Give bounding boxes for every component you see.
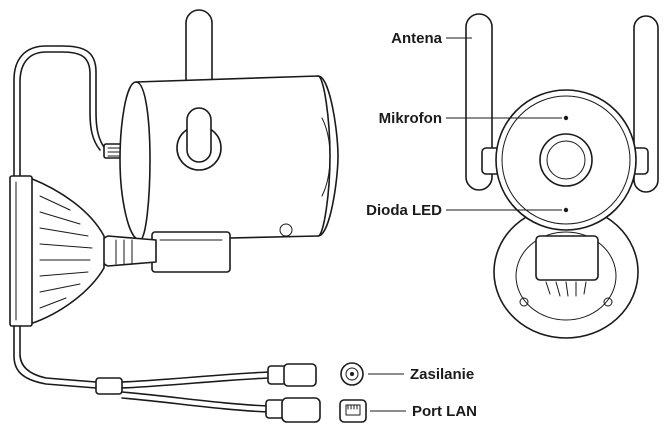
- lan-lead: [121, 391, 269, 407]
- port-icons: [339, 362, 367, 423]
- top-cable-inner: [19, 51, 101, 181]
- mount-screw-right: [603, 297, 613, 307]
- led-dot: [563, 207, 569, 213]
- mic-dot: [563, 115, 569, 121]
- lan-port-icon-socket: [345, 404, 361, 416]
- mount-joint: [98, 235, 157, 267]
- lan-port-icon-pins: [347, 404, 358, 410]
- front-mount-ribs: [545, 281, 587, 297]
- front-mount-inner: [515, 231, 617, 321]
- camera-body: [119, 75, 339, 241]
- mount-arm: [151, 231, 231, 273]
- lan-port-icon: [339, 399, 367, 423]
- mount-screw-left: [519, 297, 529, 307]
- leader-lines: [368, 37, 562, 412]
- cable-split-sleeve: [95, 377, 123, 395]
- side-view: [9, 9, 339, 423]
- wall-mount-ribs: [39, 195, 93, 309]
- lens-inner: [546, 140, 586, 180]
- camera-face-ring: [501, 95, 631, 225]
- lens-edge: [321, 117, 331, 197]
- power-plug: [283, 363, 317, 387]
- front-antenna-left: [465, 13, 493, 191]
- lens: [539, 133, 593, 187]
- mount-joint-ridges: [115, 239, 133, 265]
- down-cable: [13, 325, 97, 389]
- front-mount-block: [535, 235, 599, 281]
- down-cable-inner: [19, 325, 97, 383]
- label-antenna: Antena: [391, 30, 442, 47]
- lan-lead-inner: [121, 397, 269, 413]
- wall-mount: [29, 177, 105, 325]
- label-power: Zasilanie: [410, 366, 474, 383]
- labels: Antena Mikrofon Dioda LED Zasilanie Port…: [366, 30, 477, 420]
- top-cable: [13, 45, 107, 181]
- lan-plug: [281, 397, 321, 423]
- power-lead-inner: [121, 377, 271, 389]
- power-port-icon-inner: [345, 367, 359, 381]
- body-back-cap: [135, 81, 151, 241]
- front-view: [465, 13, 659, 339]
- label-led: Dioda LED: [366, 202, 442, 219]
- power-lead: [121, 371, 271, 383]
- label-microphone: Mikrofon: [379, 110, 442, 127]
- wall-plate: [9, 175, 33, 327]
- label-lan: Port LAN: [412, 403, 477, 420]
- antenna-base: [186, 107, 212, 163]
- power-port-icon-pin: [350, 372, 354, 376]
- body-screw: [279, 223, 293, 237]
